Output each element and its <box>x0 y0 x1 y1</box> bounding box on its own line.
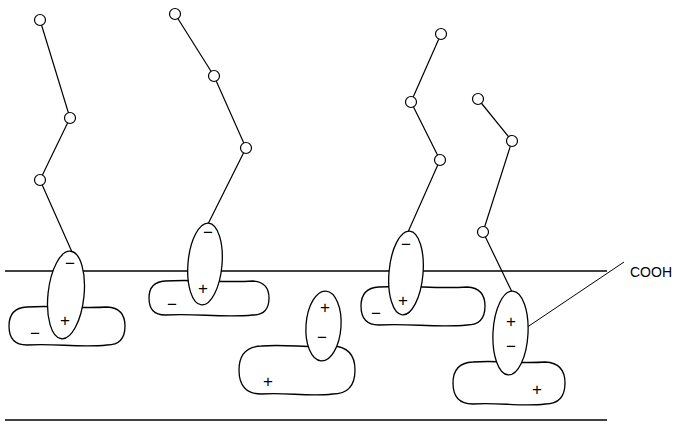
chain-bond <box>478 99 512 292</box>
chain-atom <box>170 9 181 20</box>
charge-slot: + <box>320 299 330 316</box>
charge-sign: − <box>167 296 177 313</box>
chain-atom <box>65 113 76 124</box>
charge-sign: + <box>60 312 70 329</box>
chain-atom <box>35 175 46 186</box>
leader-line <box>514 262 624 336</box>
headgroup-oval: +− <box>305 290 342 362</box>
headgroup-oval: −+ <box>187 222 223 306</box>
headgroup-oval: −+ <box>47 250 85 340</box>
blob-outline <box>361 286 485 326</box>
oval-outline <box>304 290 344 362</box>
charge-slot: + <box>263 373 273 390</box>
chain-atom <box>435 155 446 166</box>
charge-sign: + <box>398 292 408 309</box>
charge-sign: − <box>317 329 327 346</box>
charge-sign: + <box>263 373 273 390</box>
charge-slot: − <box>65 255 75 272</box>
oval-outline <box>491 290 530 376</box>
charge-slot: − <box>371 305 381 322</box>
charge-sign: + <box>320 299 330 316</box>
charge-sign: + <box>198 280 208 297</box>
oval-outline <box>43 249 88 340</box>
headgroup-oval: −+ <box>388 230 424 316</box>
charge-slot: − <box>167 296 177 313</box>
charge-sign: − <box>371 305 381 322</box>
hydrocarbon-chain <box>473 94 518 293</box>
chain-atom <box>478 227 489 238</box>
shape-outline <box>238 344 356 396</box>
charge-sign: − <box>401 236 411 253</box>
shape-outline <box>492 290 529 376</box>
chain-bond <box>175 14 246 224</box>
hydrocarbon-chain <box>170 9 252 225</box>
chain-atom <box>209 71 220 82</box>
charge-sign: − <box>30 325 40 342</box>
chain-atom <box>35 15 46 26</box>
charge-slot: + <box>198 280 208 297</box>
charge-sign: + <box>506 313 516 330</box>
hydrocarbon-chain <box>406 29 447 233</box>
charge-sign: − <box>203 224 213 241</box>
label-slot: COOH <box>630 265 672 279</box>
chain-atom <box>473 94 484 105</box>
charge-slot: − <box>203 224 213 241</box>
charge-sign: − <box>65 255 75 272</box>
chain-atom <box>241 143 252 154</box>
chain-atom <box>507 136 518 147</box>
charge-slot: − <box>506 338 516 355</box>
oval-outline <box>385 230 426 317</box>
charge-slot: − <box>30 325 40 342</box>
charge-slot: + <box>398 292 408 309</box>
counterion-blob: + <box>238 344 356 396</box>
charge-sign: − <box>506 338 516 355</box>
charge-slot: + <box>532 381 542 398</box>
hydrocarbon-chain <box>35 15 76 253</box>
chain-bond <box>40 20 72 252</box>
bottom-line <box>5 419 607 420</box>
counterion-blob: − <box>360 285 486 327</box>
chain-atom <box>436 29 447 40</box>
chain-bond <box>408 34 441 232</box>
interface-line <box>5 270 607 271</box>
headgroup-oval: +− <box>492 290 529 376</box>
charge-slot: − <box>317 329 327 346</box>
charge-slot: + <box>506 313 516 330</box>
charge-slot: + <box>60 312 70 329</box>
blob-outline <box>9 306 125 346</box>
charge-slot: − <box>401 236 411 253</box>
oval-outline <box>184 222 225 307</box>
charge-sign: + <box>532 381 542 398</box>
chain-atom <box>406 97 417 108</box>
group-label: COOH <box>630 265 672 279</box>
blob-outline <box>239 345 355 395</box>
